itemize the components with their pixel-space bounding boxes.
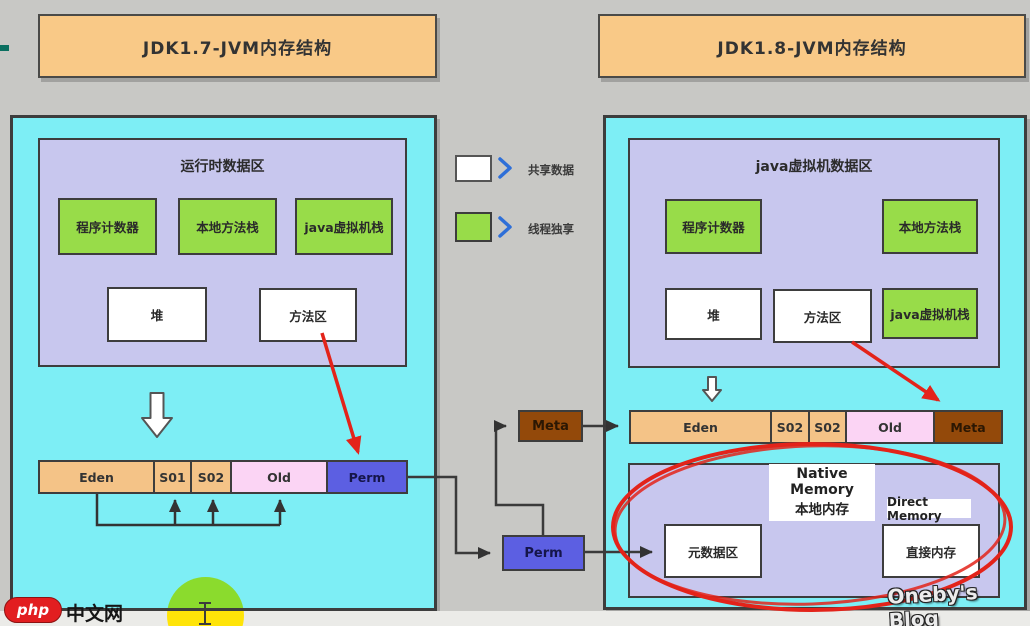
jdk17-region-title: 运行时数据区	[180, 159, 265, 175]
legend-shared-swatch	[455, 155, 492, 182]
jdk18-method-area-box: 方法区	[773, 289, 872, 343]
text-cursor-icon	[199, 602, 211, 625]
jdk17-heap-box: 堆	[107, 287, 207, 342]
jdk18-eden-segment: Eden	[629, 410, 772, 444]
screen-edge-artifact	[0, 45, 9, 51]
legend-thread-swatch	[455, 212, 492, 242]
direct-memory-box: 直接内存	[882, 524, 980, 578]
jdk18-old-segment: Old	[845, 410, 935, 444]
jdk18-program-counter-box: 程序计数器	[665, 199, 762, 254]
legend-shared-label: 共享数据	[528, 163, 574, 177]
jdk18-region-title: java虚拟机数据区	[755, 159, 873, 175]
jdk17-s02-segment: S02	[190, 460, 232, 494]
chevron-right-icon	[498, 157, 512, 179]
jdk17-header: JDK1.7-JVM内存结构	[38, 14, 437, 78]
middle-meta-box: Meta	[518, 410, 583, 442]
jdk17-method-area-box: 方法区	[259, 288, 357, 342]
legend-thread-label: 线程独享	[528, 222, 574, 236]
jdk17-native-method-stack-box: 本地方法栈	[178, 198, 277, 255]
perm-to-meta-connector	[494, 420, 545, 535]
jdk17-perm-segment: Perm	[326, 460, 408, 494]
jdk17-heap-bar: Eden S01 S02 Old Perm	[38, 460, 408, 494]
site-name: 中文网	[66, 603, 124, 625]
native-memory-label-en: Native Memory	[790, 466, 854, 498]
chevron-right-icon	[498, 216, 512, 238]
jdk18-header: JDK1.8-JVM内存结构	[598, 14, 1026, 78]
bottom-strip	[0, 611, 1030, 626]
jdk18-native-method-stack-box: 本地方法栈	[882, 199, 978, 254]
jdk17-eden-segment: Eden	[38, 460, 155, 494]
native-memory-label: Native Memory 本地内存	[769, 464, 875, 521]
jdk18-heap-box: 堆	[665, 288, 762, 340]
jdk17-old-segment: Old	[230, 460, 328, 494]
blog-watermark: Oneby's Blog	[886, 580, 979, 626]
php-logo: php	[4, 597, 62, 623]
middle-perm-box: Perm	[502, 535, 585, 571]
jdk18-header-label: JDK1.8-JVM内存结构	[717, 38, 907, 59]
direct-memory-label: Direct Memory	[887, 495, 971, 523]
jdk18-s02b-segment: S02	[808, 410, 847, 444]
jdk18-s02a-segment: S02	[770, 410, 810, 444]
jdk18-heap-bar: Eden S02 S02 Old Meta	[629, 410, 1003, 444]
jdk18-meta-segment: Meta	[933, 410, 1003, 444]
jdk18-vm-stack-box: java虚拟机栈	[882, 288, 978, 339]
jdk17-vm-stack-box: java虚拟机栈	[295, 198, 393, 255]
native-memory-label-zh: 本地内存	[795, 502, 849, 518]
metaspace-box: 元数据区	[664, 524, 762, 578]
jdk17-program-counter-box: 程序计数器	[58, 198, 157, 255]
jdk17-header-label: JDK1.7-JVM内存结构	[142, 38, 333, 59]
php-logo-text: php	[16, 601, 50, 619]
jdk17-s01-segment: S01	[153, 460, 192, 494]
panel-border-overlay	[160, 608, 255, 611]
